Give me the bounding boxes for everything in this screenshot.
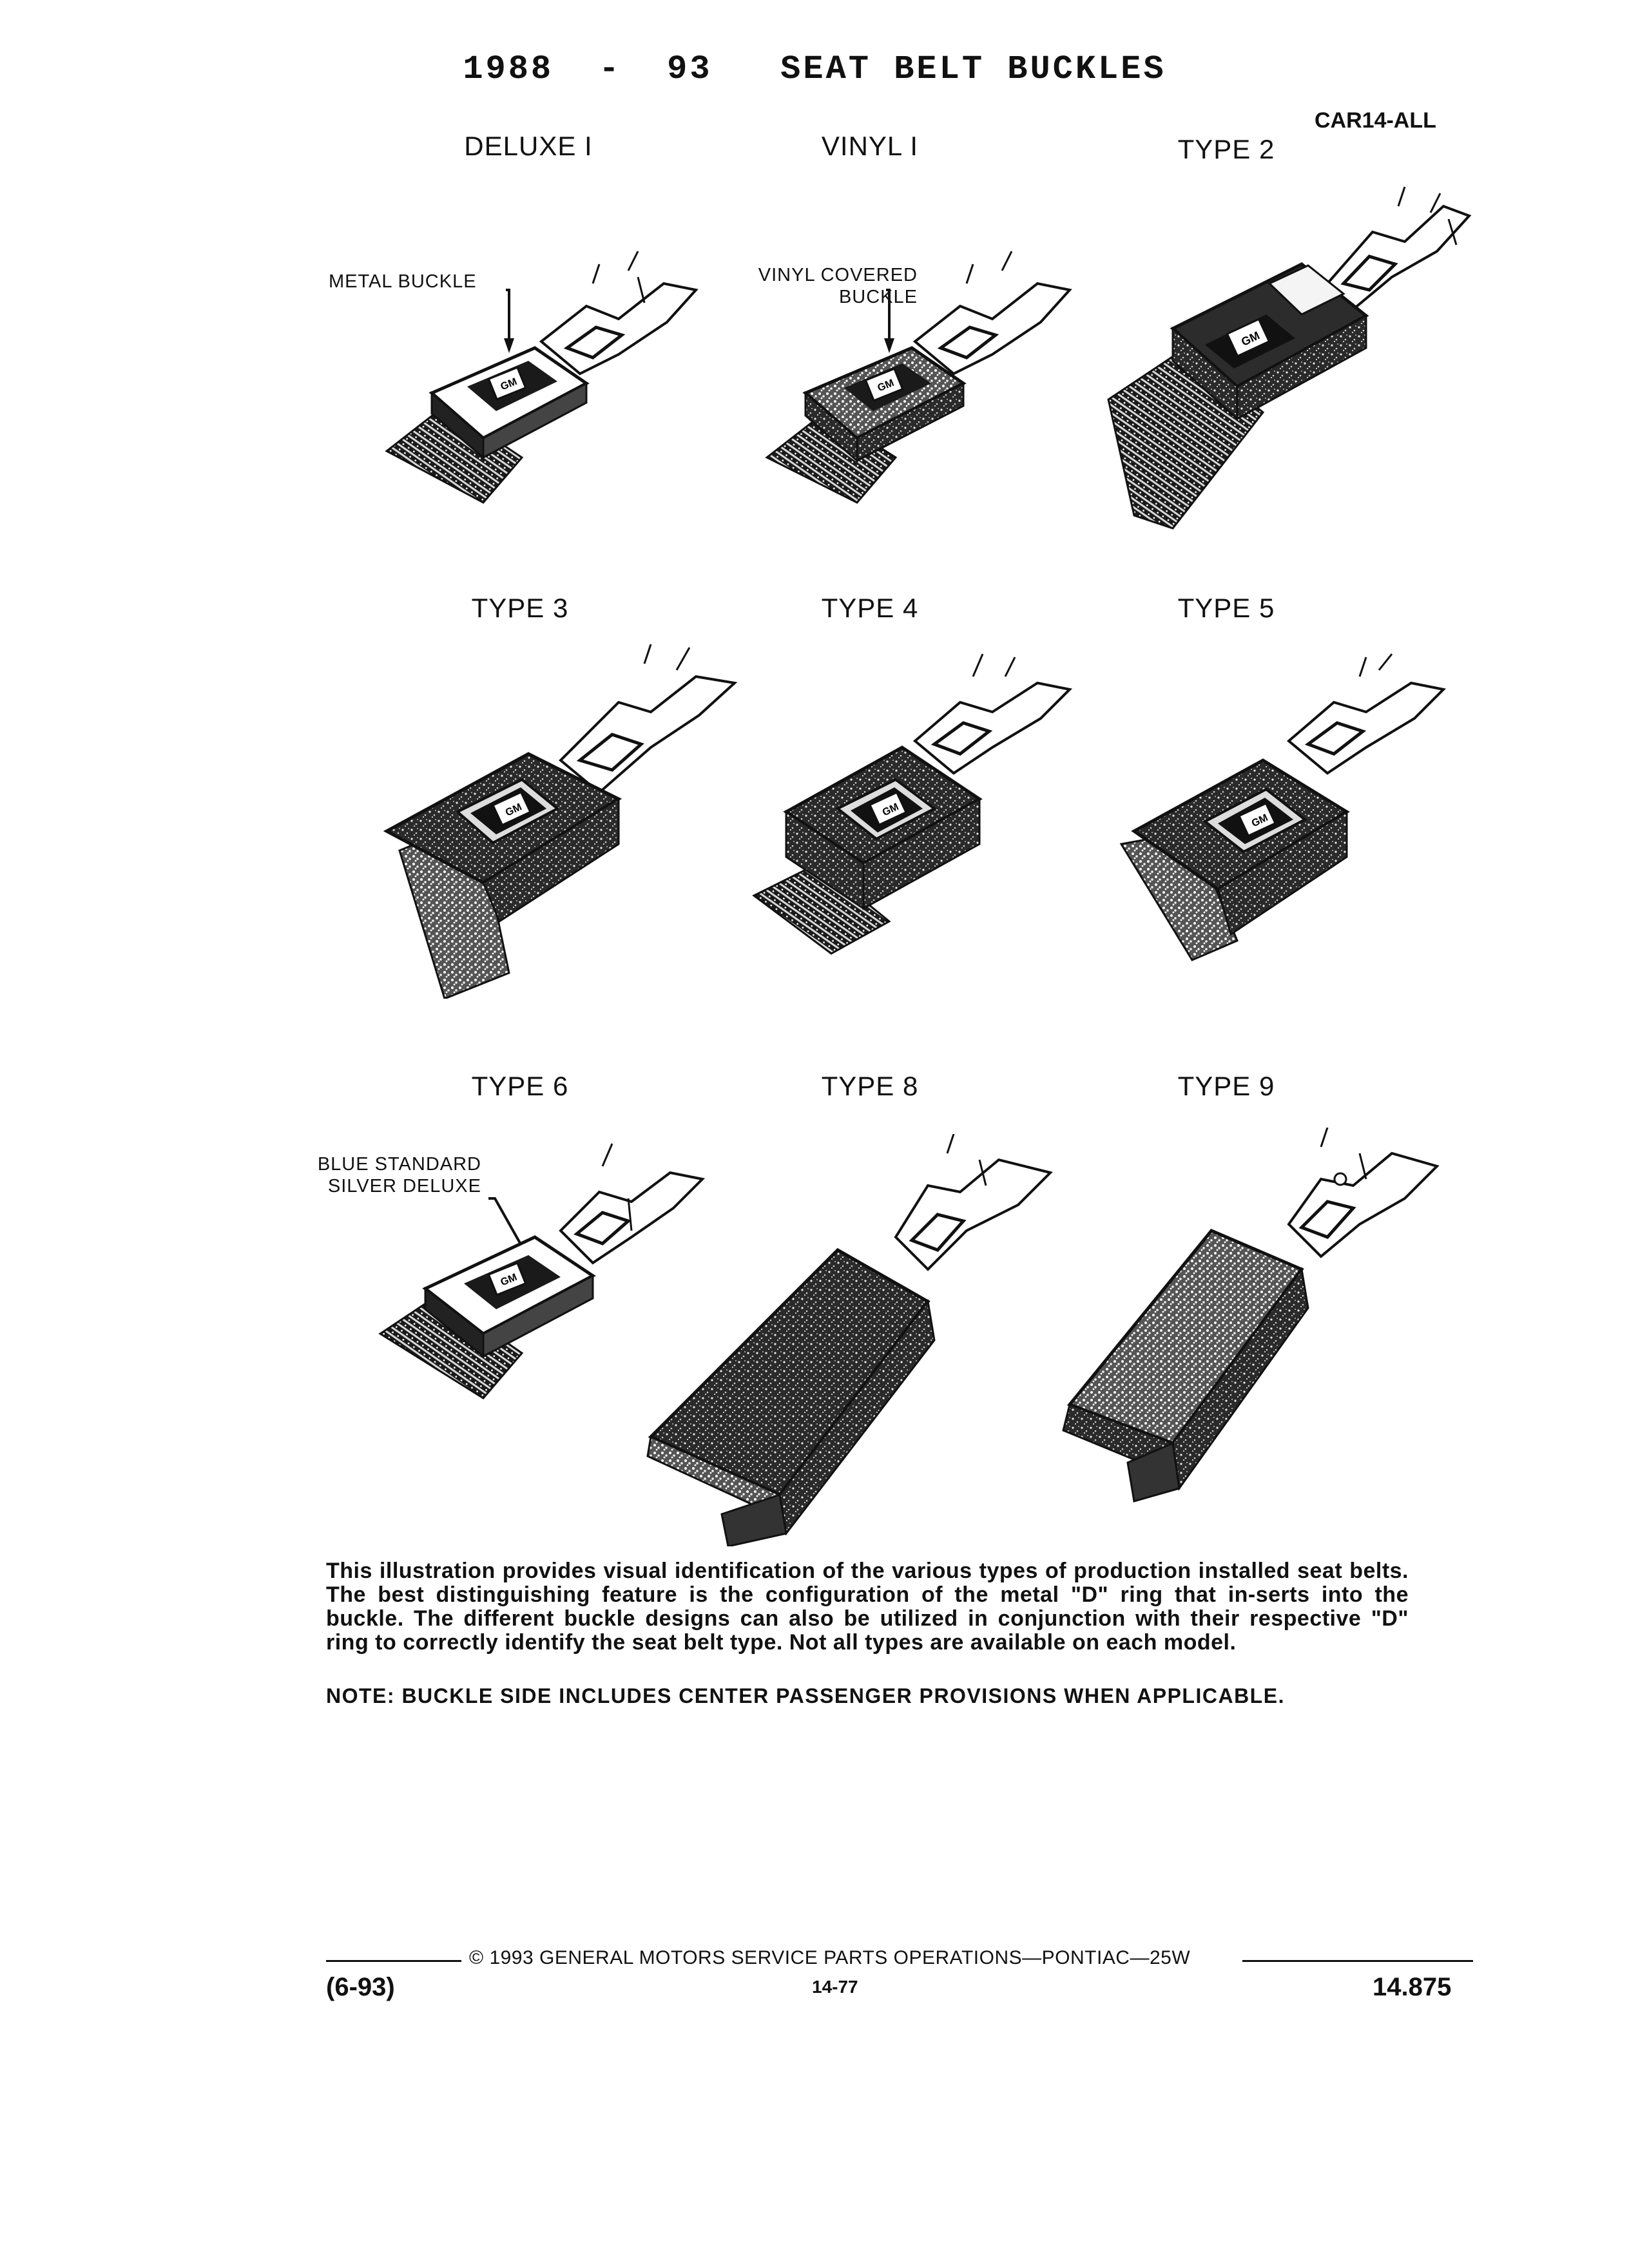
label-type-8: TYPE 8	[821, 1071, 919, 1101]
callout-metal-buckle: METAL BUCKLE	[329, 271, 477, 292]
catalog-code: CAR14-ALL	[1315, 108, 1436, 133]
metal-buckle-icon: GM	[385, 251, 699, 504]
type6-buckle-icon: GM	[378, 1143, 706, 1399]
footer-rule-left	[326, 1960, 461, 1962]
label-vinyl-1: VINYL I	[821, 131, 919, 161]
page-title: 1988 - 93 SEAT BELT BUCKLES	[463, 50, 1166, 88]
label-type-2: TYPE 2	[1177, 134, 1275, 164]
footer-copyright: © 1993 GENERAL MOTORS SERVICE PARTS OPER…	[469, 1947, 1191, 1968]
footer-rule-right	[1242, 1960, 1473, 1962]
label-type-9: TYPE 9	[1177, 1071, 1275, 1101]
type9-buckle-icon	[1062, 1128, 1440, 1503]
type3-buckle-icon: GM	[383, 644, 738, 999]
type2-buckle-icon: GM	[1107, 186, 1472, 530]
description-paragraph: This illustration provides visual identi…	[326, 1559, 1409, 1655]
callout-blue-silver: BLUE STANDARD SILVER DELUXE	[317, 1154, 481, 1196]
label-type-5: TYPE 5	[1177, 593, 1275, 623]
footer-page-ref: 14-77	[812, 1977, 858, 1997]
type4-buckle-icon: GM	[752, 653, 1073, 955]
footer-page-number: 14.875	[1373, 1973, 1452, 2001]
type5-buckle-icon: GM	[1119, 653, 1447, 961]
label-deluxe-1: DELUXE I	[464, 131, 593, 161]
footer-date: (6-93)	[326, 1973, 395, 2001]
label-type-6: TYPE 6	[471, 1071, 569, 1101]
label-type-3: TYPE 3	[471, 593, 569, 623]
note-text: NOTE: BUCKLE SIDE INCLUDES CENTER PASSEN…	[326, 1684, 1285, 1707]
label-type-4: TYPE 4	[821, 593, 919, 623]
vinyl-buckle-icon: GM	[765, 251, 1072, 504]
callout-vinyl-covered: VINYL COVERED BUCKLE	[758, 265, 918, 307]
type8-buckle-icon	[646, 1134, 1053, 1546]
